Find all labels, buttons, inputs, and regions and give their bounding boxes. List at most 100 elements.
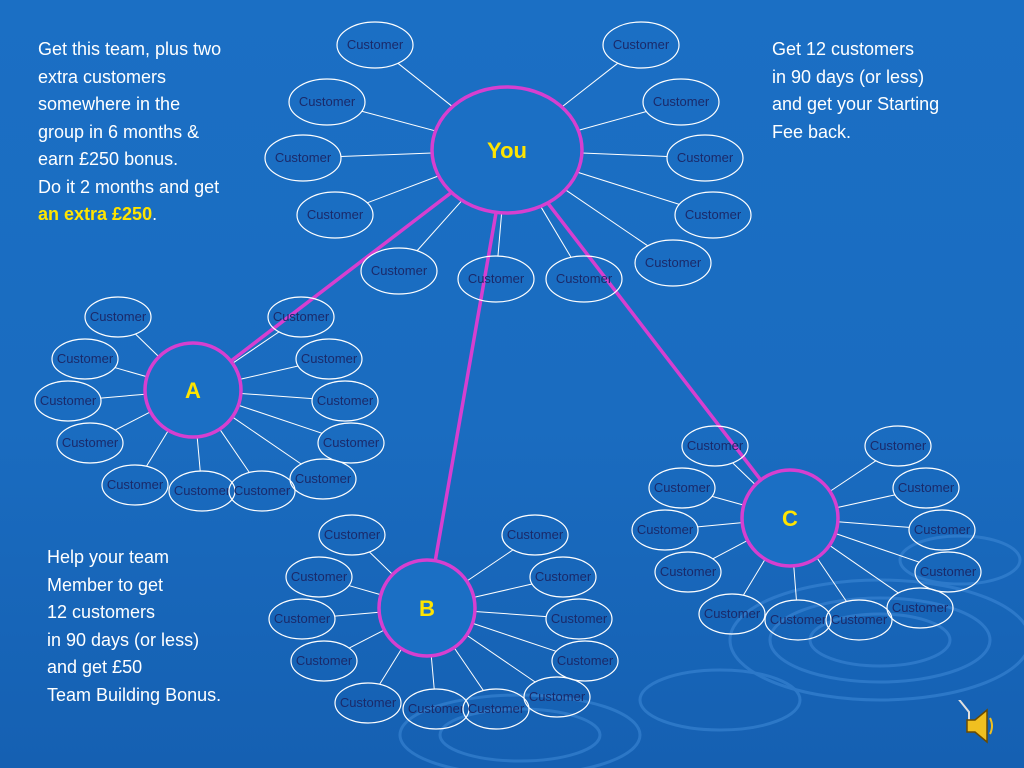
hub-circle [377,558,477,658]
customer-ellipse [101,464,169,506]
spoke-line [416,200,463,252]
customer-ellipse [267,296,335,338]
customer-label: Customer [653,94,710,109]
customer-node-c: Customer [908,509,976,551]
spoke-line [361,110,436,132]
spoke-line [816,557,847,602]
customer-node-you: Customer [674,191,752,239]
spoke-line [114,367,148,378]
spoke-line [564,189,649,247]
customer-label: Customer [307,207,364,222]
customer-ellipse [674,191,752,239]
hub-circle [740,468,840,568]
customer-ellipse [551,640,619,682]
link-line-a [229,191,453,363]
hub-you: You [430,85,584,215]
customer-ellipse [84,296,152,338]
customer-label: Customer [892,600,949,615]
customer-label: Customer [324,527,381,542]
customer-node-b: Customer [462,688,530,730]
text-period: . [152,204,158,224]
customer-label: Customer [677,150,734,165]
customer-ellipse [886,587,954,629]
customer-node-b: Customer [268,598,336,640]
customer-ellipse [56,422,124,464]
customer-ellipse [634,239,712,287]
customer-node-c: Customer [654,551,722,593]
customer-ellipse [631,509,699,551]
customer-label: Customer [557,653,614,668]
customer-node-b: Customer [529,556,597,598]
customer-node-a: Customer [317,422,385,464]
spoke-line [146,430,169,467]
customer-ellipse [545,598,613,640]
spoke-line [367,175,439,204]
customer-ellipse [34,380,102,422]
customer-label: Customer [274,611,331,626]
customer-label: Customer [529,689,586,704]
customer-ellipse [666,134,744,182]
customer-ellipse [289,458,357,500]
customer-node-b: Customer [545,598,613,640]
hub-label: C [782,506,798,531]
text-line: Member to get [47,574,164,595]
customer-node-a: Customer [168,470,236,512]
text-line: group in 6 months & [38,121,200,142]
customer-label: Customer [613,37,670,52]
hub-b: B [377,558,477,658]
customer-ellipse [285,556,353,598]
customer-node-b: Customer [285,556,353,598]
spoke-line [466,549,514,582]
customer-node-a: Customer [289,458,357,500]
customer-label: Customer [551,611,608,626]
customer-label: Customer [660,564,717,579]
customer-ellipse [318,514,386,556]
text-line: Get this team, plus two [38,39,222,59]
spoke-line [473,583,533,598]
hub-label: B [419,596,435,621]
customer-label: Customer [90,309,147,324]
customer-node-b: Customer [318,514,386,556]
text-line: Team Building Bonus. [47,684,222,705]
text-line: in 90 days (or less) [772,66,925,87]
spoke-line [240,392,313,400]
customer-node-b: Customer [290,640,358,682]
spoke-line [742,558,766,596]
customer-node-c: Customer [764,599,832,641]
customer-label: Customer [468,271,525,286]
hub-a: A [143,341,243,439]
customer-ellipse [462,688,530,730]
customer-label: Customer [637,522,694,537]
customer-node-a: Customer [84,296,152,338]
spoke-line [453,647,484,691]
customer-label: Customer [40,393,97,408]
customer-ellipse [288,78,366,126]
spoke-line [711,495,744,506]
customer-label: Customer [62,435,119,450]
customer-ellipse [296,191,374,239]
customer-ellipse [892,467,960,509]
customer-label: Customer [291,569,348,584]
text-line: Fee back. [772,121,852,142]
customer-node-b: Customer [402,688,470,730]
customer-ellipse [501,514,569,556]
link-line-c [546,201,763,482]
customer-ellipse [268,598,336,640]
customer-node-b: Customer [501,514,569,556]
speaker-icon[interactable] [955,700,995,750]
spoke-line [369,551,393,575]
customer-label: Customer [898,480,955,495]
text-line: and get your Starting [772,94,940,114]
customer-label: Customer [301,351,358,366]
spoke-line [100,393,146,399]
customer-ellipse [264,134,342,182]
customer-label: Customer [295,471,352,486]
text-block-team-building: Help your team Member to get 12 customer… [47,544,221,709]
customer-label: Customer [317,393,374,408]
customer-label: Customer [535,569,592,584]
text-line: extra customers [38,66,167,87]
spoke-line [334,611,380,617]
text-line: Do it 2 months and get [38,176,220,197]
spoke-line [232,416,302,465]
